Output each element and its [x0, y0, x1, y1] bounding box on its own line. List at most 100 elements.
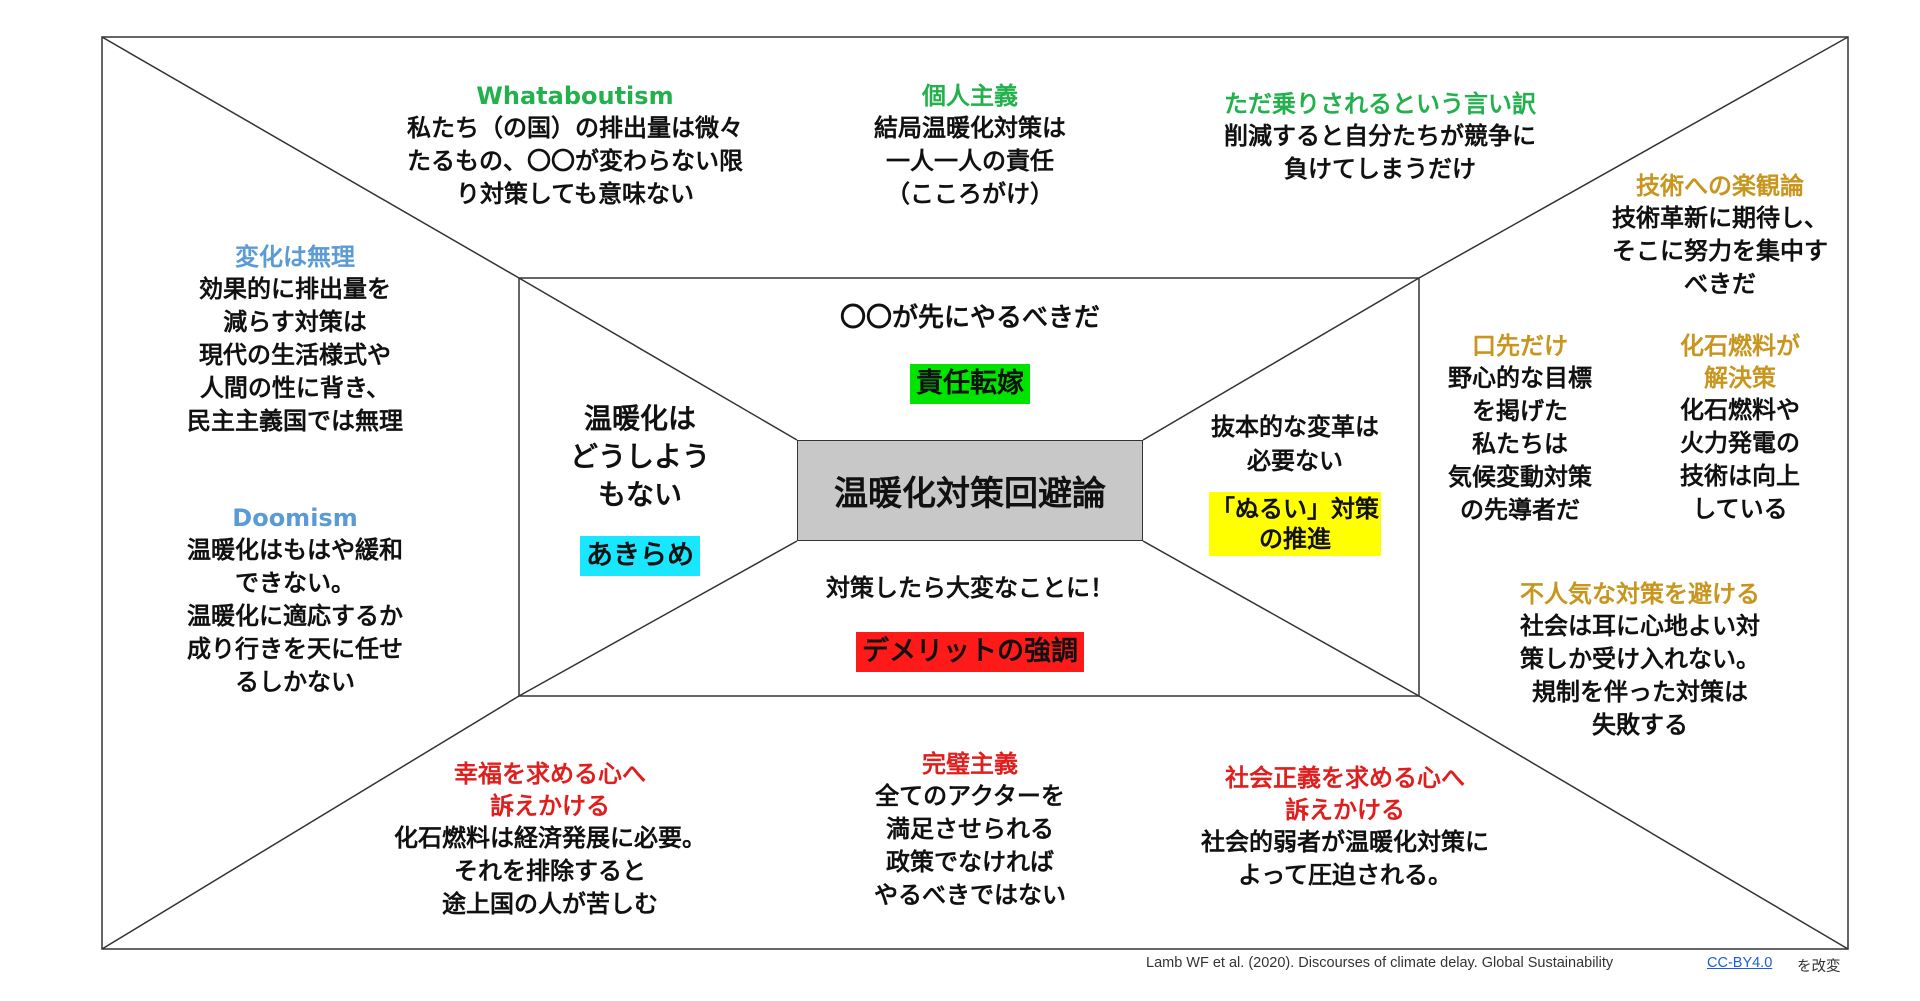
title-social-justice-2: 訴えかける	[1285, 796, 1405, 824]
body-line: を掲げた	[1472, 397, 1568, 425]
title-tech-optimism: 技術への楽観論	[1636, 172, 1804, 200]
body-line: している	[1692, 495, 1788, 523]
body-line: 策しか受け入れない。	[1520, 645, 1760, 673]
body-line: 削減すると自分たちが競争に	[1224, 122, 1536, 150]
title-avoid-unpopular: 不人気な対策を避ける	[1520, 580, 1760, 608]
body-line: できない。	[235, 569, 355, 597]
inner-bottom-block: 対策したら大変なことに！ デメリットの強調	[770, 570, 1170, 672]
diag-bottom-right-outer	[1418, 695, 1849, 950]
inner-left-line-1: 温暖化は	[583, 402, 696, 435]
inner-right-block: 抜本的な変革は 必要ない 「ぬるい」対策 の推進	[1185, 410, 1405, 556]
diag-top-left-inner	[518, 277, 798, 441]
body-line: 民主主義国では無理	[187, 407, 403, 435]
body-line: るしかない	[235, 668, 355, 696]
footer-license-link[interactable]: CC-BY4.0	[1707, 955, 1772, 971]
tag-resignation: あきらめ	[580, 536, 700, 576]
title-social-justice-1: 社会正義を求める心へ	[1225, 764, 1465, 792]
title-free-rider: ただ乗りされるという言い訳	[1224, 90, 1536, 118]
body-line: 人間の性に背き、	[199, 374, 391, 402]
outer-frame	[101, 36, 1849, 950]
inner-frame	[518, 277, 1420, 697]
body-line: 火力発電の	[1680, 429, 1800, 457]
block-change-impossible: 変化は無理 効果的に排出量を 減らす対策は 現代の生活様式や 人間の性に背き、 …	[150, 241, 440, 438]
body-line: 結局温暖化対策は	[874, 114, 1066, 142]
body-line: 効果的に排出量を	[199, 275, 391, 303]
body-line: （こころがけ）	[886, 180, 1054, 208]
body-line: 政策でなければ	[886, 848, 1054, 876]
body-line: 途上国の人が苦しむ	[442, 890, 658, 918]
center-title-box: 温暖化対策回避論	[797, 440, 1143, 541]
body-line: 成り行きを天に任せ	[187, 635, 403, 663]
body-line: 技術は向上	[1680, 462, 1800, 490]
block-whataboutism: Whataboutism 私たち（の国）の排出量は微々 たるもの、〇〇が変わらな…	[365, 80, 785, 211]
block-social-justice: 社会正義を求める心へ 訴えかける 社会的弱者が温暖化対策に よって圧迫される。	[1160, 762, 1530, 892]
inner-right-line-1: 抜本的な変革は	[1211, 413, 1379, 441]
title-individualism: 個人主義	[922, 82, 1018, 110]
body-line: 失敗する	[1592, 711, 1688, 739]
body-line: やるべきではない	[874, 881, 1066, 909]
tag-responsibility-shift: 責任転嫁	[910, 364, 1030, 404]
tag-emphasize-downsides: デメリットの強調	[856, 632, 1084, 672]
block-free-rider: ただ乗りされるという言い訳 削減すると自分たちが競争に 負けてしまうだけ	[1180, 88, 1580, 186]
body-line: 温暖化に適応するか	[187, 602, 403, 630]
title-whataboutism: Whataboutism	[476, 82, 674, 110]
body-line: 現代の生活様式や	[199, 341, 391, 369]
block-avoid-unpopular: 不人気な対策を避ける 社会は耳に心地よい対 策しか受け入れない。 規制を伴った対…	[1490, 578, 1790, 742]
body-line: 技術革新に期待し、	[1612, 204, 1828, 232]
body-line: よって圧迫される。	[1237, 861, 1453, 889]
inner-left-line-2: どうしよう	[569, 440, 710, 473]
title-wellbeing-appeal-2: 訴えかける	[490, 792, 610, 820]
diag-top-right-inner	[1142, 277, 1420, 441]
title-doomism: Doomism	[232, 504, 358, 532]
body-line: それを排除すると	[454, 857, 646, 885]
body-line: たるもの、〇〇が変わらない限	[407, 147, 743, 175]
body-line: 野心的な目標	[1448, 364, 1592, 392]
block-fossil-solution: 化石燃料が 解決策 化石燃料や 火力発電の 技術は向上 している	[1640, 330, 1840, 526]
body-line: 化石燃料は経済発展に必要。	[394, 824, 706, 852]
title-all-talk: 口先だけ	[1472, 332, 1568, 360]
body-line: そこに努力を集中す	[1612, 237, 1828, 265]
body-line: の先導者だ	[1460, 496, 1580, 524]
inner-top-block: 〇〇が先にやるべきだ 責任転嫁	[797, 300, 1143, 404]
block-perfectionism: 完璧主義 全てのアクターを 満足させられる 政策でなければ やるべきではない	[835, 748, 1105, 912]
footer-citation: Lamb WF et al. (2020). Discourses of cli…	[1146, 955, 1614, 971]
inner-right-line-2: 必要ない	[1247, 447, 1343, 475]
inner-bottom-text: 対策したら大変なことに！	[826, 574, 1114, 602]
body-line: 私たち（の国）の排出量は微々	[407, 114, 743, 142]
inner-left-line-3: もない	[597, 478, 682, 511]
block-tech-optimism: 技術への楽観論 技術革新に期待し、 そこに努力を集中す べきだ	[1580, 170, 1860, 301]
tag-weak-measures-line-2: の推進	[1259, 525, 1331, 553]
footer-suffix: を改変	[1797, 959, 1841, 975]
block-individualism: 個人主義 結局温暖化対策は 一人一人の責任 （こころがけ）	[835, 80, 1105, 211]
tag-weak-measures-line-1: 「ぬるい」対策	[1211, 495, 1379, 523]
title-change-impossible: 変化は無理	[235, 243, 355, 271]
body-line: 気候変動対策	[1448, 463, 1592, 491]
body-line: 社会は耳に心地よい対	[1520, 612, 1760, 640]
title-fossil-solution-1: 化石燃料が	[1680, 332, 1800, 360]
tag-weak-measures: 「ぬるい」対策 の推進	[1209, 492, 1381, 556]
body-line: べきだ	[1684, 270, 1756, 298]
body-line: 私たちは	[1472, 430, 1568, 458]
title-wellbeing-appeal-1: 幸福を求める心へ	[454, 760, 646, 788]
diag-bottom-right-inner	[1142, 540, 1420, 697]
inner-top-text: 〇〇が先にやるべきだ	[839, 303, 1100, 333]
body-line: 負けてしまうだけ	[1284, 155, 1476, 183]
license-link-text[interactable]: CC-BY4.0	[1707, 955, 1773, 971]
body-line: 一人一人の責任	[886, 147, 1054, 175]
diag-bottom-left-outer	[101, 695, 520, 950]
title-fossil-solution-2: 解決策	[1704, 364, 1776, 392]
body-line: 社会的弱者が温暖化対策に	[1201, 828, 1489, 856]
diag-top-right-outer	[1418, 36, 1849, 279]
block-doomism: Doomism 温暖化はもはや緩和 できない。 温暖化に適応するか 成り行きを天…	[150, 502, 440, 699]
body-line: 規制を伴った対策は	[1532, 678, 1748, 706]
body-line: 温暖化はもはや緩和	[187, 536, 403, 564]
block-wellbeing-appeal: 幸福を求める心へ 訴えかける 化石燃料は経済発展に必要。 それを排除すると 途上…	[370, 758, 730, 921]
body-line: 化石燃料や	[1680, 396, 1800, 424]
body-line: り対策しても意味ない	[455, 180, 695, 208]
body-line: 減らす対策は	[223, 308, 367, 336]
diag-top-left-outer	[101, 36, 520, 279]
inner-left-block: 温暖化は どうしよう もない あきらめ	[540, 400, 740, 576]
body-line: 全てのアクターを	[875, 782, 1065, 810]
diag-bottom-left-inner	[518, 540, 798, 697]
